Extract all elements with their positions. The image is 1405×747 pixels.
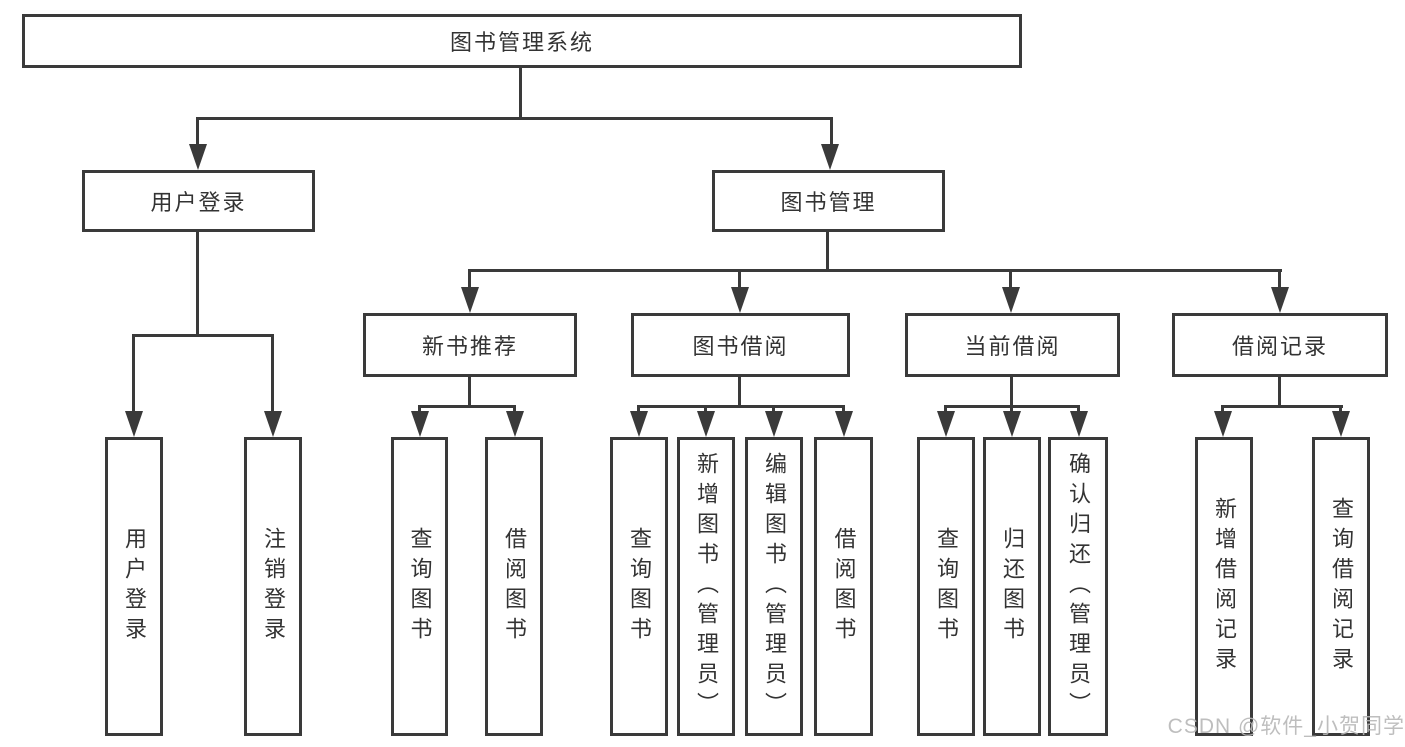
node-borrow-record-label: 借阅记录 [1231, 334, 1328, 359]
leaf-add-borrow-record-label: 新增借阅记录 [1212, 496, 1237, 677]
leaf-edit-books-admin-label: 编辑图书（管理员） [762, 451, 787, 722]
leaf-borrow-books-label: 借阅图书 [831, 526, 857, 647]
node-book-management: 图书管理 [712, 170, 945, 232]
leaf-return-books: 归还图书 [983, 437, 1041, 736]
leaf-add-borrow-record: 新增借阅记录 [1195, 437, 1253, 736]
arrow-down-query-books-1-icon [411, 411, 429, 437]
leaf-query-borrow-record-label: 查询借阅记录 [1329, 496, 1354, 677]
leaf-add-books-admin-label: 新增图书（管理员） [694, 451, 719, 722]
leaf-user-login: 用户登录 [105, 437, 163, 736]
leaf-query-books-borrow-label: 查询图书 [627, 526, 652, 647]
leaf-borrow-books-recommend-label: 借阅图书 [502, 526, 527, 647]
node-borrow-record: 借阅记录 [1172, 313, 1388, 377]
arrow-down-new-book-recommend-icon [461, 287, 479, 313]
node-book-borrow: 图书借阅 [631, 313, 850, 377]
arrow-down-add-record-icon [1214, 411, 1232, 437]
arrow-down-user-login-icon [189, 144, 207, 170]
connector-book-borrow-stem [738, 375, 741, 408]
arrow-down-book-borrow-icon [731, 287, 749, 313]
arrow-down-current-borrow-icon [1002, 287, 1020, 313]
leaf-borrow-books: 借阅图书 [814, 437, 873, 736]
connector-book-borrow-hline [637, 405, 845, 408]
arrow-down-query-record-icon [1332, 411, 1350, 437]
leaf-query-books-borrow: 查询图书 [610, 437, 668, 736]
arrow-down-borrow-record-icon [1271, 287, 1289, 313]
connector-drop-new-book-recommend [468, 269, 471, 288]
connector-drop-current-borrow [1009, 269, 1012, 288]
connector-user-login-stem [196, 230, 199, 337]
leaf-query-borrow-record: 查询借阅记录 [1312, 437, 1370, 736]
connector-current-borrow-stem [1010, 375, 1013, 408]
node-new-book-recommend: 新书推荐 [363, 313, 577, 377]
leaf-confirm-return-admin: 确认归还（管理员） [1048, 437, 1108, 736]
connector-drop-query-record [1339, 405, 1342, 413]
connector-new-book-hline [418, 405, 516, 408]
connector-drop-borrow-books-1 [513, 405, 516, 413]
connector-drop-confirm-return [1077, 405, 1080, 413]
connector-drop-user-login [196, 117, 199, 145]
connector-drop-query-books-3 [944, 405, 947, 413]
node-book-management-label: 图书管理 [780, 190, 877, 215]
leaf-query-books-recommend-label: 查询图书 [407, 526, 433, 647]
connector-drop-query-books-2 [637, 405, 640, 413]
arrow-down-book-management-icon [821, 144, 839, 170]
arrow-down-return-books-icon [1003, 411, 1021, 437]
leaf-logout: 注销登录 [244, 437, 302, 736]
node-new-book-recommend-label: 新书推荐 [421, 334, 518, 359]
watermark: CSDN @软件_小贺同学 [1167, 715, 1405, 738]
arrow-down-query-books-2-icon [630, 411, 648, 437]
leaf-return-books-label: 归还图书 [1000, 526, 1025, 647]
leaf-borrow-books-recommend: 借阅图书 [485, 437, 543, 736]
connector-drop-borrow-books-2 [842, 405, 845, 413]
leaf-query-books-current-label: 查询图书 [934, 526, 959, 647]
node-user-login-label: 用户登录 [150, 190, 247, 215]
leaf-query-books-recommend: 查询图书 [391, 437, 448, 736]
connector-level2-hline [196, 117, 833, 120]
connector-drop-edit-books [772, 405, 775, 413]
leaf-add-books-admin: 新增图书（管理员） [677, 437, 735, 736]
arrow-down-add-books-icon [697, 411, 715, 437]
connector-drop-add-record [1221, 405, 1224, 413]
leaf-edit-books-admin: 编辑图书（管理员） [745, 437, 803, 736]
connector-drop-leaf-user-login [132, 334, 135, 411]
arrow-down-query-books-3-icon [937, 411, 955, 437]
connector-new-book-stem [468, 375, 471, 408]
node-current-borrow: 当前借阅 [905, 313, 1120, 377]
leaf-logout-label: 注销登录 [261, 526, 286, 647]
connector-root-stem [519, 66, 522, 119]
connector-borrow-record-stem [1278, 375, 1281, 408]
node-current-borrow-label: 当前借阅 [964, 334, 1061, 359]
node-user-login: 用户登录 [82, 170, 315, 232]
arrow-down-leaf-logout-icon [264, 411, 282, 437]
connector-borrow-record-hline [1221, 405, 1343, 408]
connector-drop-return-books [1010, 405, 1013, 413]
node-book-borrow-label: 图书借阅 [692, 334, 789, 359]
leaf-user-login-label: 用户登录 [122, 526, 147, 647]
connector-drop-borrow-record [1278, 269, 1281, 288]
connector-drop-leaf-logout [271, 334, 274, 411]
connector-drop-book-management [830, 117, 833, 145]
arrow-down-leaf-user-login-icon [125, 411, 143, 437]
arrow-down-confirm-return-icon [1070, 411, 1088, 437]
connector-drop-query-books-1 [418, 405, 421, 413]
node-root: 图书管理系统 [22, 14, 1022, 68]
leaf-confirm-return-admin-label: 确认归还（管理员） [1066, 451, 1091, 722]
connector-drop-book-borrow [738, 269, 741, 288]
node-root-label: 图书管理系统 [449, 30, 594, 55]
arrow-down-borrow-books-1-icon [506, 411, 524, 437]
leaf-query-books-current: 查询图书 [917, 437, 975, 736]
connector-book-management-stem [826, 230, 829, 272]
connector-user-login-hline [132, 334, 274, 337]
arrow-down-edit-books-icon [765, 411, 783, 437]
connector-drop-add-books [704, 405, 707, 413]
arrow-down-borrow-books-2-icon [835, 411, 853, 437]
connector-level3-hline [468, 269, 1282, 272]
